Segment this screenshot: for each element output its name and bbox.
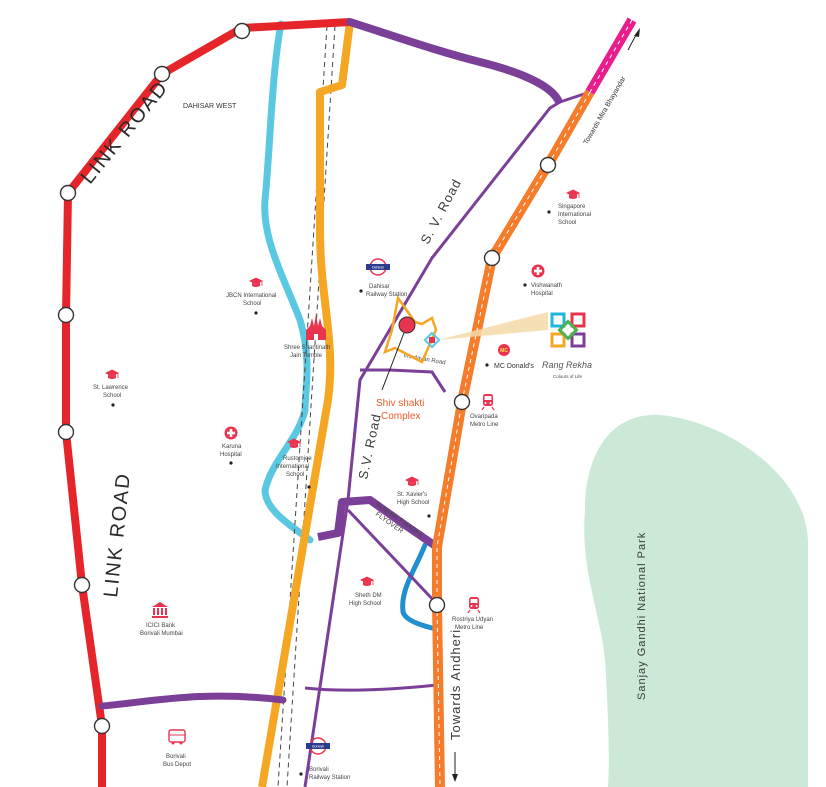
mcdonalds-label: MC Donald's: [494, 363, 534, 370]
junction-node: [59, 184, 77, 202]
project-name-line1: Shiv shakti: [376, 398, 424, 409]
station-sign-icon: Dahisar: [366, 258, 390, 276]
sv-road-label-top: S. V. Road: [417, 176, 464, 246]
borivali-connector: [304, 683, 438, 692]
graduation-cap-icon: [104, 369, 120, 380]
junction-node: [483, 249, 501, 267]
national-park-label: Sanjay Gandhi National Park: [636, 532, 648, 700]
railway-track-b: [286, 25, 336, 787]
link-road-label-top: LINK ROAD: [77, 77, 173, 189]
river-nallah: [400, 542, 435, 631]
brand-logo-icon: [550, 312, 586, 348]
brand-beam: [438, 312, 548, 340]
junction-node: [73, 576, 91, 594]
junction-node: [153, 65, 171, 83]
project-plot-outline: [383, 294, 438, 364]
train-icon: [467, 596, 481, 614]
river: [261, 20, 314, 544]
graduation-cap-icon: [248, 277, 264, 288]
highway-north-dash: [589, 19, 633, 93]
graduation-cap-icon: [359, 576, 375, 587]
junction-node: [57, 306, 75, 324]
link-road-label-bottom: LINK ROAD: [100, 471, 135, 598]
svg-text:MC: MC: [500, 348, 508, 354]
station-sign-icon: Borivali: [306, 737, 330, 755]
project-leader-line: [381, 324, 408, 391]
link-road-east-connector: [98, 692, 287, 710]
location-pin-icon[interactable]: [398, 316, 416, 334]
brand-tagline: Colours of Life: [553, 374, 583, 379]
junction-node: [539, 156, 557, 174]
junction-node: [93, 717, 111, 735]
junction-node: [428, 596, 446, 614]
project-name-line2: Complex: [381, 411, 420, 422]
sv-road-label-bottom: S.V. Road: [355, 412, 384, 481]
poi-dot: [111, 403, 115, 407]
poi-dot: [485, 363, 489, 367]
junction-node: [453, 393, 471, 411]
hospital-icon: [224, 426, 238, 440]
bank-icon: [152, 602, 168, 618]
junction-nodes: [57, 22, 557, 735]
towards-andheri-label: Towards Andheri: [448, 629, 463, 740]
poi-dot: [523, 283, 527, 287]
hospital-icon: [531, 264, 545, 278]
brand-logo-small-icon: [423, 331, 441, 349]
poi-dot: [427, 514, 431, 518]
graduation-cap-icon: [404, 476, 420, 487]
temple-icon: [306, 314, 326, 340]
poi-dot: [547, 210, 551, 214]
poi-dot: [299, 772, 303, 776]
poi-dot: [359, 289, 363, 293]
poi-dot: [229, 461, 233, 465]
poi-dot: [307, 485, 311, 489]
subhir-phadke-flyover: [317, 496, 440, 551]
western-express-metro: [258, 21, 354, 787]
bus-icon: [168, 729, 186, 745]
national-park-area: [584, 414, 808, 787]
junction-node: [57, 423, 75, 441]
brand-name: Rang Rekha: [542, 360, 592, 370]
svg-text:Dahisar: Dahisar: [372, 266, 385, 270]
sv-road: [303, 100, 561, 787]
flyover-ramp: [346, 508, 440, 607]
arrow-south-icon: [452, 752, 458, 782]
junction-node: [233, 22, 251, 40]
dahisar-west-label: DAHISAR WEST: [183, 103, 237, 110]
link-road-connector: [346, 18, 562, 104]
train-icon: [481, 393, 495, 411]
poi-dot: [254, 311, 258, 315]
mcdonalds-icon: MC: [498, 344, 510, 356]
graduation-cap-icon: [565, 189, 581, 200]
svg-text:Borivali: Borivali: [312, 745, 324, 749]
arrow-north-icon: [627, 28, 640, 51]
vrindavan-road: [360, 368, 447, 393]
